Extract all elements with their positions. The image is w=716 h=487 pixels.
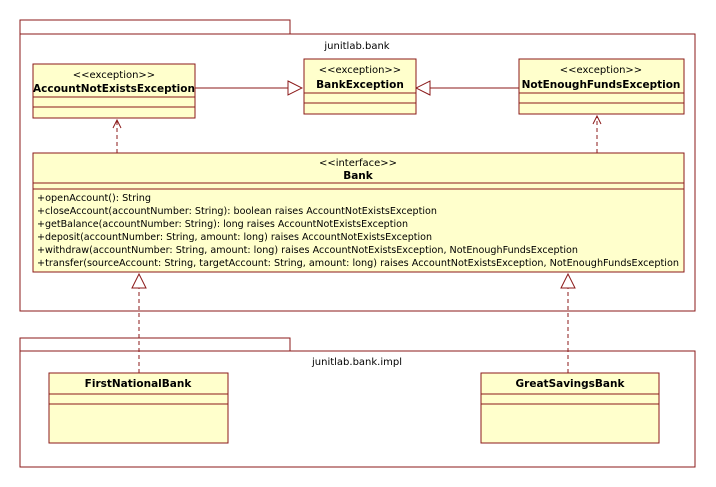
class-stereotype: <<exception>>: [560, 65, 642, 76]
class-stereotype: <<exception>>: [73, 70, 155, 81]
class-name: GreatSavingsBank: [516, 378, 626, 390]
class-bank-exception[interactable]: <<exception>> BankException: [303, 58, 417, 115]
operation-transfer: +transfer(sourceAccount: String, targetA…: [37, 258, 679, 269]
class-box: [32, 63, 196, 119]
class-name: AccountNotExistsException: [33, 83, 195, 95]
package-name: junitlab.bank: [323, 41, 389, 52]
class-box: [480, 372, 660, 444]
class-stereotype: <<interface>>: [319, 158, 397, 169]
operations-list: +openAccount(): String +closeAccount(acc…: [37, 193, 679, 269]
class-box: [48, 372, 229, 444]
class-stereotype: <<exception>>: [319, 65, 401, 76]
class-great-savings-bank[interactable]: GreatSavingsBank: [480, 372, 660, 444]
operation-deposit: +deposit(accountNumber: String, amount: …: [37, 232, 432, 243]
class-box: [518, 58, 685, 115]
relationships: [117, 88, 597, 373]
class-box: [303, 58, 417, 115]
class-not-enough-funds-exception[interactable]: <<exception>> NotEnoughFundsException: [518, 58, 685, 115]
operation-open-account: +openAccount(): String: [37, 193, 151, 204]
class-name: BankException: [316, 79, 404, 91]
package-tab: [19, 337, 291, 352]
operation-get-balance: +getBalance(accountNumber: String): long…: [37, 219, 408, 230]
class-account-not-exists-exception[interactable]: <<exception>> AccountNotExistsException: [32, 63, 196, 119]
operation-close-account: +closeAccount(accountNumber: String): bo…: [37, 206, 437, 217]
class-first-national-bank[interactable]: FirstNationalBank: [48, 372, 229, 444]
interface-bank[interactable]: <<interface>> Bank +openAccount(): Strin…: [32, 152, 685, 273]
class-name: FirstNationalBank: [85, 378, 193, 390]
class-name: Bank: [343, 170, 374, 182]
class-box: [32, 152, 685, 273]
class-name: NotEnoughFundsException: [522, 79, 681, 91]
package-name: junitlab.bank.impl: [311, 357, 402, 368]
package-tab: [19, 19, 291, 35]
operation-withdraw: +withdraw(accountNumber: String, amount:…: [37, 245, 578, 256]
